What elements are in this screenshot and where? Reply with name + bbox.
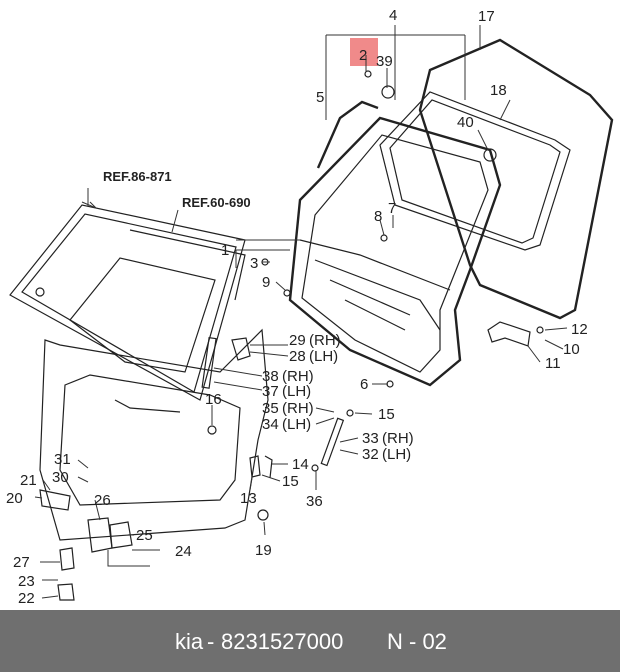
callout-35: 35: [262, 400, 279, 417]
glass-ref-60-690: [129, 229, 246, 301]
callout-16: 16: [205, 391, 222, 408]
callout-18: 18: [490, 82, 507, 99]
callout-4: 4: [389, 7, 397, 24]
callout-19: 19: [255, 542, 272, 559]
footer-separator: -: [207, 629, 214, 654]
callout-3: 3: [250, 255, 258, 272]
callout-8: 8: [374, 208, 382, 225]
callout-32-lh: (LH): [382, 446, 411, 463]
callout-14: 14: [292, 456, 309, 473]
callout-22: 22: [18, 590, 35, 607]
callout-26: 26: [94, 492, 111, 509]
callout-32: 32: [362, 446, 379, 463]
callout-33: 33: [362, 430, 379, 447]
callout-2: 2: [359, 47, 367, 64]
callout-38-rh: (RH): [282, 368, 314, 385]
callout-15-upper: 15: [378, 406, 395, 423]
callout-6: 6: [360, 376, 368, 393]
highlight-part-2: [350, 38, 378, 66]
callout-21: 21: [20, 472, 37, 489]
callout-36: 36: [306, 493, 323, 510]
callout-10: 10: [563, 341, 580, 358]
garnish-strip: [316, 100, 379, 169]
tailgate-panel: [39, 328, 269, 541]
callout-23: 23: [18, 573, 35, 590]
callout-31: 31: [54, 451, 71, 468]
callout-7: 7: [388, 200, 396, 217]
callout-37-lh: (LH): [282, 383, 311, 400]
leader-lines: [34, 25, 568, 599]
callout-33-rh: (RH): [382, 430, 414, 447]
callout-40: 40: [457, 114, 474, 131]
footer-part-number: 8231527000: [221, 629, 343, 654]
callout-34-lh: (LH): [282, 416, 311, 433]
callout-35-rh: (RH): [282, 400, 314, 417]
callout-37: 37: [262, 383, 279, 400]
callout-38: 38: [262, 368, 279, 385]
callout-34: 34: [262, 416, 279, 433]
callouts: 4 17 2 39 5 18 40 8 7 1 3 9 12 29 (RH) 1…: [6, 7, 588, 607]
weatherstrip-17: [418, 38, 614, 320]
callout-15-lower: 15: [282, 473, 299, 490]
callout-12: 12: [571, 321, 588, 338]
weatherstrip-18: [379, 91, 571, 251]
callout-20: 20: [6, 490, 23, 507]
ref-label-86-871: REF.86-871: [103, 169, 172, 184]
callout-11: 11: [545, 355, 561, 372]
callout-29: 29: [289, 332, 306, 349]
callout-13: 13: [240, 490, 257, 507]
callout-24: 24: [175, 543, 192, 560]
footer-bar: [0, 610, 620, 672]
callout-1: 1: [221, 242, 229, 259]
callout-30: 30: [52, 469, 69, 486]
tailgate-inner-frame: [288, 116, 502, 387]
callout-27: 27: [13, 554, 30, 571]
callout-17: 17: [478, 8, 495, 25]
callout-5: 5: [316, 89, 324, 106]
callout-28: 28: [289, 348, 306, 365]
footer-brand: kia: [175, 629, 204, 654]
callout-9: 9: [262, 274, 270, 291]
callout-28-lh: (LH): [309, 348, 338, 365]
callout-29-rh: (RH): [309, 332, 341, 349]
ref-label-60-690: REF.60-690: [182, 195, 251, 210]
callout-25: 25: [136, 527, 153, 544]
footer-page: N - 02: [387, 629, 447, 654]
callout-39: 39: [376, 53, 393, 70]
